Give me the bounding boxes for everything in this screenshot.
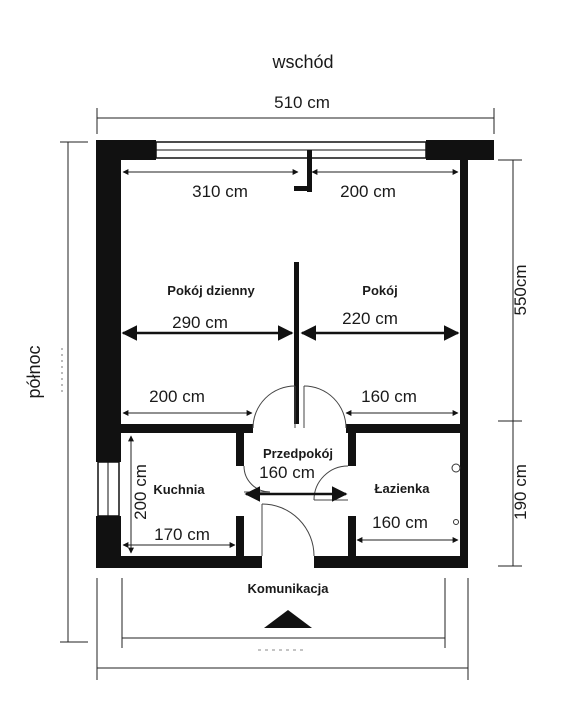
living-width-low-label: 200 cm	[149, 387, 205, 406]
room-label-living: Pokój dzienny	[167, 283, 255, 298]
bath-width-label: 160 cm	[372, 513, 428, 532]
total-width-label: 510 cm	[274, 93, 330, 112]
bottom-dimensions	[96, 578, 469, 680]
compass-east-label: wschód	[271, 52, 333, 72]
room-label-corridor: Komunikacja	[248, 581, 330, 596]
total-width-dimension: 510 cm	[96, 93, 495, 134]
living-width-mid-label: 290 cm	[172, 313, 228, 332]
kitchen-width-label: 170 cm	[154, 525, 210, 544]
left-depth-dimension	[60, 141, 88, 643]
room-width-mid-label: 220 cm	[342, 309, 398, 328]
room-width-top-label: 200 cm	[340, 182, 396, 201]
room-label-hall: Przedpokój	[263, 446, 333, 461]
inner-walls	[121, 150, 460, 556]
room-label-kitchen: Kuchnia	[153, 482, 205, 497]
room-width-low-label: 160 cm	[361, 387, 417, 406]
lower-depth-label: 190 cm	[511, 464, 530, 520]
hall-width-label: 160 cm	[259, 463, 315, 482]
outer-walls	[96, 140, 494, 568]
living-width-top-label: 310 cm	[192, 182, 248, 201]
entrance-arrow-icon	[264, 610, 312, 628]
room-label-bath: Łazienka	[375, 481, 431, 496]
room-labels: Pokój dzienny Pokój Przedpokój Kuchnia Ł…	[153, 283, 430, 596]
kitchen-depth-label: 200 cm	[131, 464, 150, 520]
right-depth-dimensions: 550cm 190 cm	[498, 159, 530, 567]
interior-dimensions: 310 cm 200 cm 290 cm 220 cm 200 cm 160 c…	[121, 169, 460, 554]
upper-depth-label: 550cm	[511, 264, 530, 315]
room-label-room: Pokój	[362, 283, 397, 298]
compass-north-label: północ	[24, 345, 44, 398]
